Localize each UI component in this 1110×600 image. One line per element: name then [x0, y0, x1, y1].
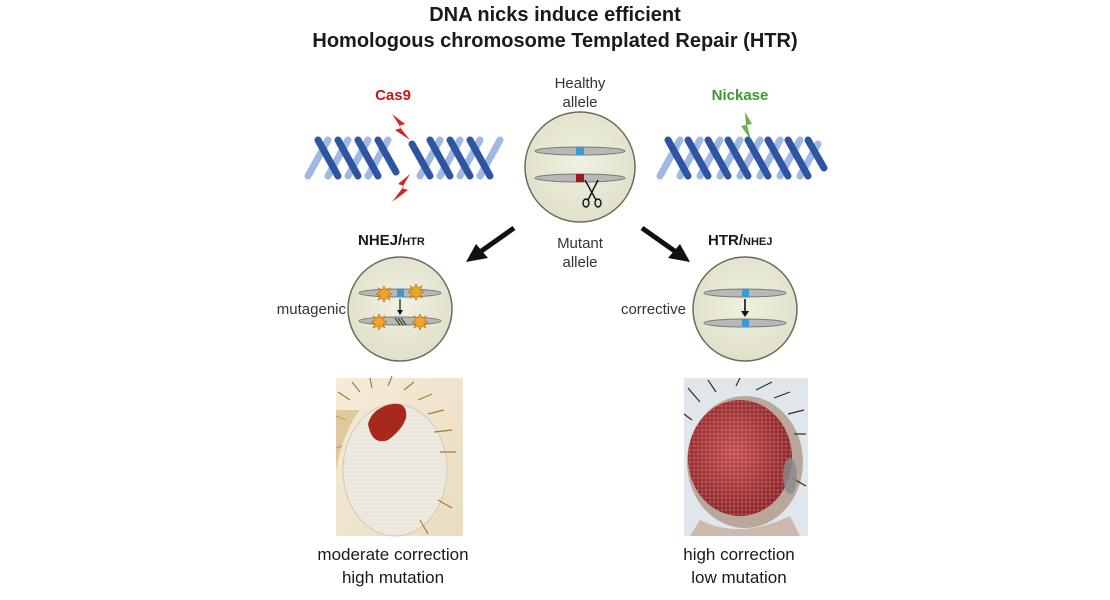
- nhej-header: NHEJ/HTR: [358, 232, 425, 249]
- corrective-label: corrective: [620, 301, 686, 318]
- healthy-allele-label: Healthy allele: [530, 74, 630, 112]
- caption-right-line-2: low mutation: [691, 568, 787, 587]
- starburst-icon: [370, 313, 388, 331]
- mutant-allele-label: Mutant allele: [530, 234, 630, 272]
- nhej-header-sub: HTR: [402, 236, 425, 248]
- starburst-icon: [411, 313, 429, 331]
- fly-eye-image-corrected: [683, 377, 808, 536]
- arrow-icon: [640, 225, 690, 262]
- mutant-allele-line-2: allele: [562, 254, 598, 271]
- lightning-bolt-icon: [741, 112, 752, 140]
- center-cell: [524, 111, 636, 223]
- starburst-icon: [375, 285, 393, 303]
- healthy-allele-line-1: Healthy: [554, 75, 606, 92]
- htr-header-main: HTR/: [708, 232, 743, 249]
- fly-eye-image-mutant: [335, 375, 463, 537]
- dna-helix-nickase: [656, 136, 828, 180]
- cas9-label: Cas9: [375, 87, 411, 104]
- arrow-icon: [466, 225, 516, 262]
- dna-helix-cas9: [304, 136, 504, 180]
- caption-right: high correction low mutation: [629, 543, 849, 589]
- scissors-icon: [582, 179, 602, 208]
- caption-left-line-1: moderate correction: [317, 545, 469, 564]
- starburst-icon: [407, 283, 425, 301]
- htr-header-sub: NHEJ: [743, 236, 773, 248]
- title-line-1: DNA nicks induce efficient: [429, 4, 681, 26]
- caption-right-line-1: high correction: [683, 545, 795, 564]
- nickase-label: Nickase: [711, 87, 769, 104]
- caption-left: moderate correction high mutation: [283, 543, 503, 589]
- right-cell-htr: [692, 256, 798, 362]
- mutagenic-label: mutagenic: [276, 301, 346, 318]
- lightning-bolt-icon: [392, 114, 410, 140]
- htr-header: HTR/NHEJ: [708, 232, 772, 249]
- title-line-2: Homologous chromosome Templated Repair (…: [312, 30, 798, 52]
- lightning-bolt-icon: [392, 174, 410, 202]
- healthy-allele-line-2: allele: [562, 94, 598, 111]
- left-cell-nhej: [347, 256, 453, 362]
- caption-left-line-2: high mutation: [341, 568, 445, 587]
- mutant-allele-line-1: Mutant: [557, 235, 603, 252]
- nhej-header-main: NHEJ/: [358, 232, 403, 249]
